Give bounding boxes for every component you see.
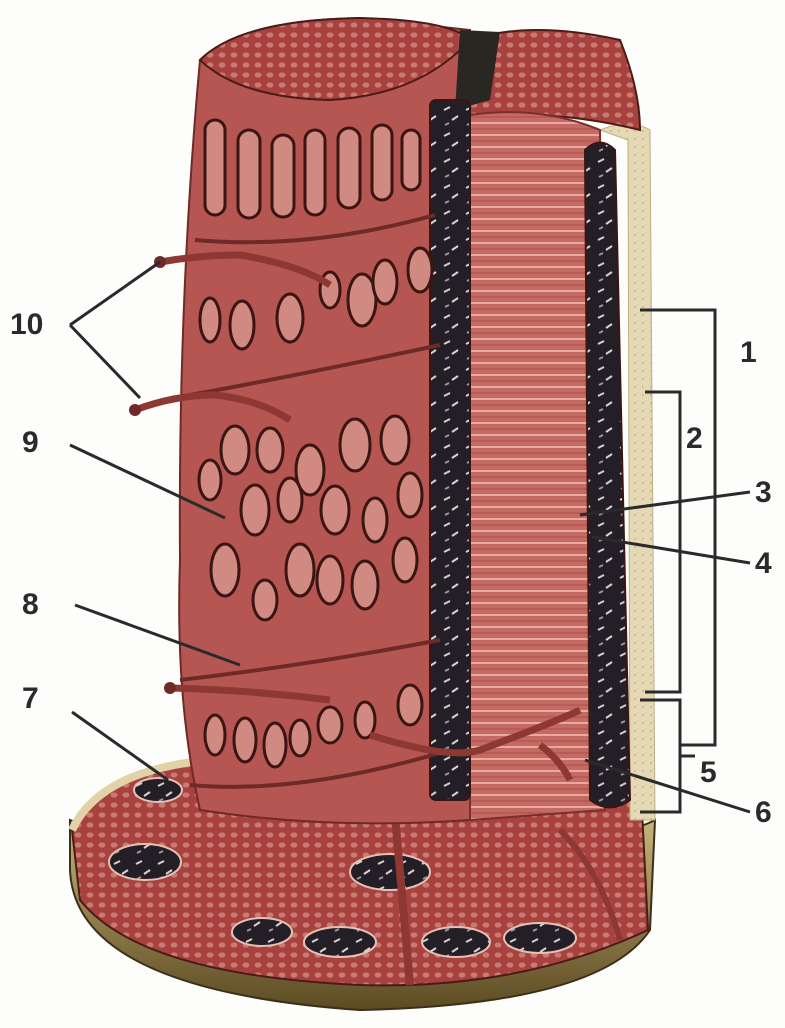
label-4: 4 [755, 549, 772, 579]
label-10: 10 [10, 310, 43, 340]
label-9: 9 [22, 428, 39, 458]
label-1: 1 [740, 338, 757, 368]
label-2: 2 [686, 424, 703, 454]
label-3: 3 [755, 478, 772, 508]
label-5: 5 [700, 758, 717, 788]
label-7: 7 [22, 684, 39, 714]
label-8: 8 [22, 590, 39, 620]
label-6: 6 [755, 798, 772, 828]
